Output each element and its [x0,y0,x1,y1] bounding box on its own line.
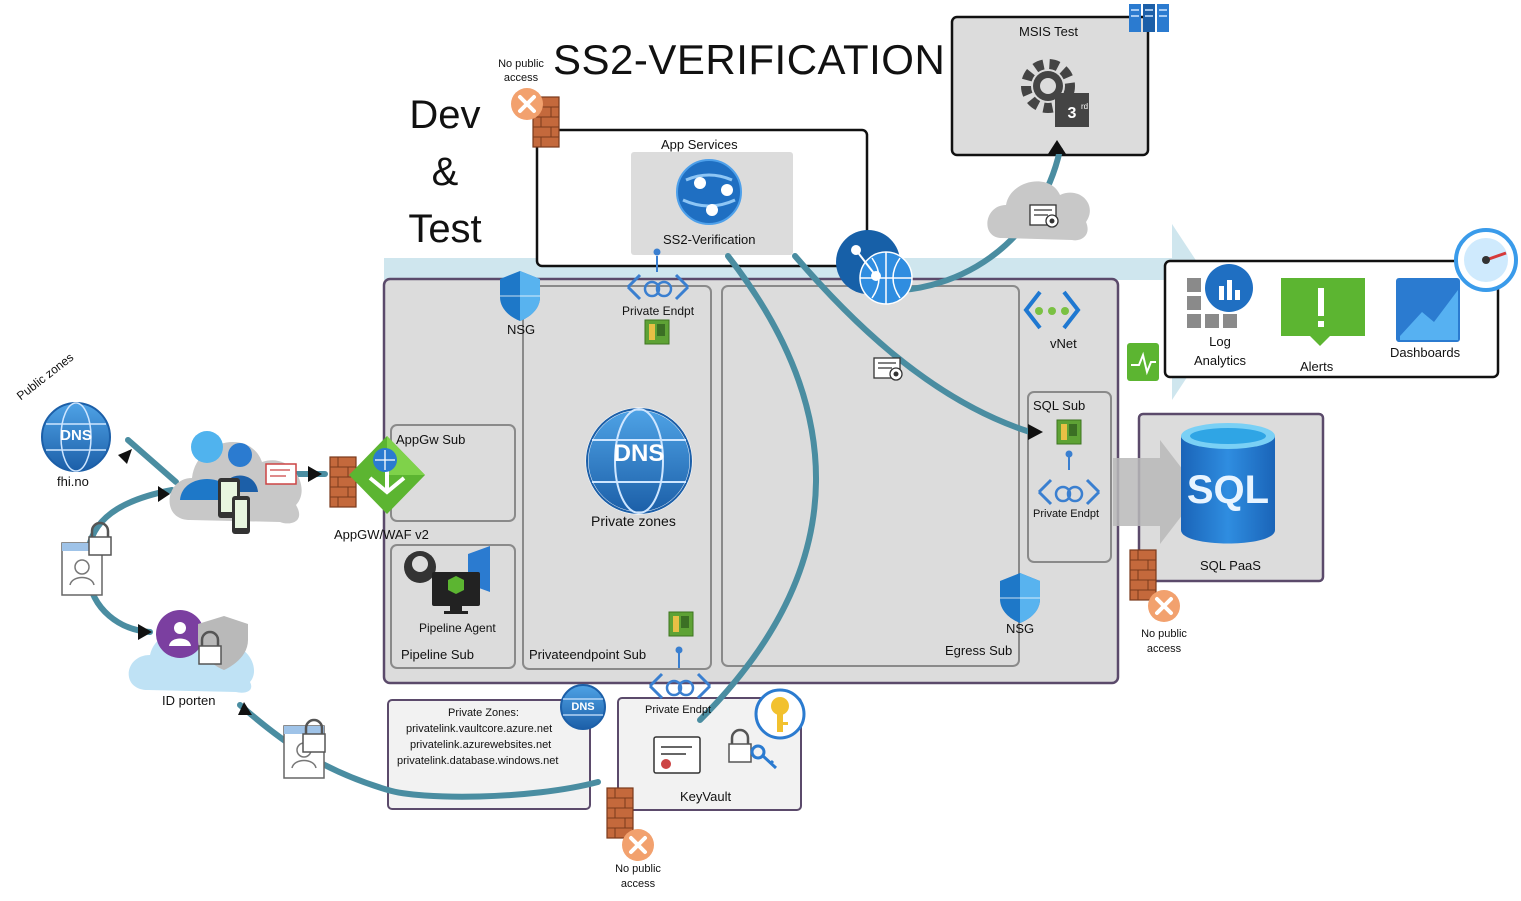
pipeline-sub-label: Pipeline Sub [401,647,474,662]
appgw-sub-label: AppGw Sub [396,432,466,447]
log-analytics-line2: Analytics [1193,353,1247,368]
no-public-access-label-top: No public access [498,58,544,84]
msis-label: MSIS Test [1019,24,1079,39]
privateendpoint-sub-label: Privateendpoint Sub [529,647,647,662]
keyvault-label: KeyVault [680,789,732,804]
alerts-label: Alerts [1300,359,1334,374]
no-public-access-label-sql: No public access [1141,628,1187,655]
egress-sub-label: Egress Sub [945,643,1013,658]
private-zone-line-2: privatelink.azurewebsites.net [410,739,552,751]
sql-text: SQL [1186,468,1270,512]
private-zones-box-title: Private Zones: [448,707,519,719]
nsg-label-right: NSG [1006,621,1035,636]
diagram-title: SS2-VERIFICATION [553,36,946,83]
environment-label: Dev & Test [385,87,505,258]
dns-text-small: DNS [60,427,92,444]
svg-text:3: 3 [1068,105,1077,122]
dns-text-big: DNS [613,440,665,467]
sql-sub-label: SQL Sub [1033,398,1086,413]
id-porten-label: ID porten [162,693,216,708]
fhi-label: fhi.no [57,474,89,489]
app-name-label: SS2-Verification [663,232,756,247]
app-services-label: App Services [661,137,738,152]
private-endpoint-label-app: Private Endpt [622,304,695,318]
log-analytics-label: Log Analytics [1188,332,1252,370]
pipeline-agent-label: Pipeline Agent [419,621,496,635]
dns-text-zones: DNS [571,701,595,713]
private-zones-label: Private zones [591,513,676,529]
no-public-access-label-kv: No public access [615,863,661,890]
nsg-label-left: NSG [507,322,536,337]
private-endpoint-label-kv: Private Endpt [645,704,712,716]
env-test: Test [408,207,482,251]
dashboards-label: Dashboards [1390,345,1461,360]
log-analytics-line1: Log [1209,334,1231,349]
private-zone-line-1: privatelink.vaultcore.azure.net [406,723,553,735]
env-dev: Dev [409,93,481,137]
env-and: & [431,150,459,194]
private-endpoint-label-sql: Private Endpt [1033,508,1100,520]
sql-paas-label: SQL PaaS [1200,558,1261,573]
vnet-label: vNet [1050,336,1077,351]
svg-text:rd: rd [1081,102,1088,111]
appgw-label: AppGW/WAF v2 [334,527,429,542]
private-zone-line-3: privatelink.database.windows.net [397,755,559,767]
